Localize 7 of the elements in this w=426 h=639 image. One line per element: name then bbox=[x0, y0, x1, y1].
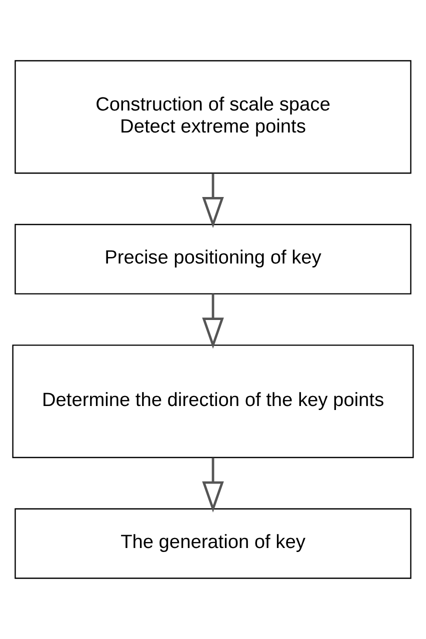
node-box: Determine the direction of the key points bbox=[12, 344, 414, 458]
arrow bbox=[202, 173, 224, 228]
arrow bbox=[202, 294, 224, 349]
node-box: The generation of key bbox=[14, 508, 412, 579]
node-box: Precise positioning of key bbox=[14, 224, 412, 294]
arrow bbox=[202, 458, 224, 512]
node-box: Construction of scale space Detect extreme points bbox=[14, 60, 412, 174]
